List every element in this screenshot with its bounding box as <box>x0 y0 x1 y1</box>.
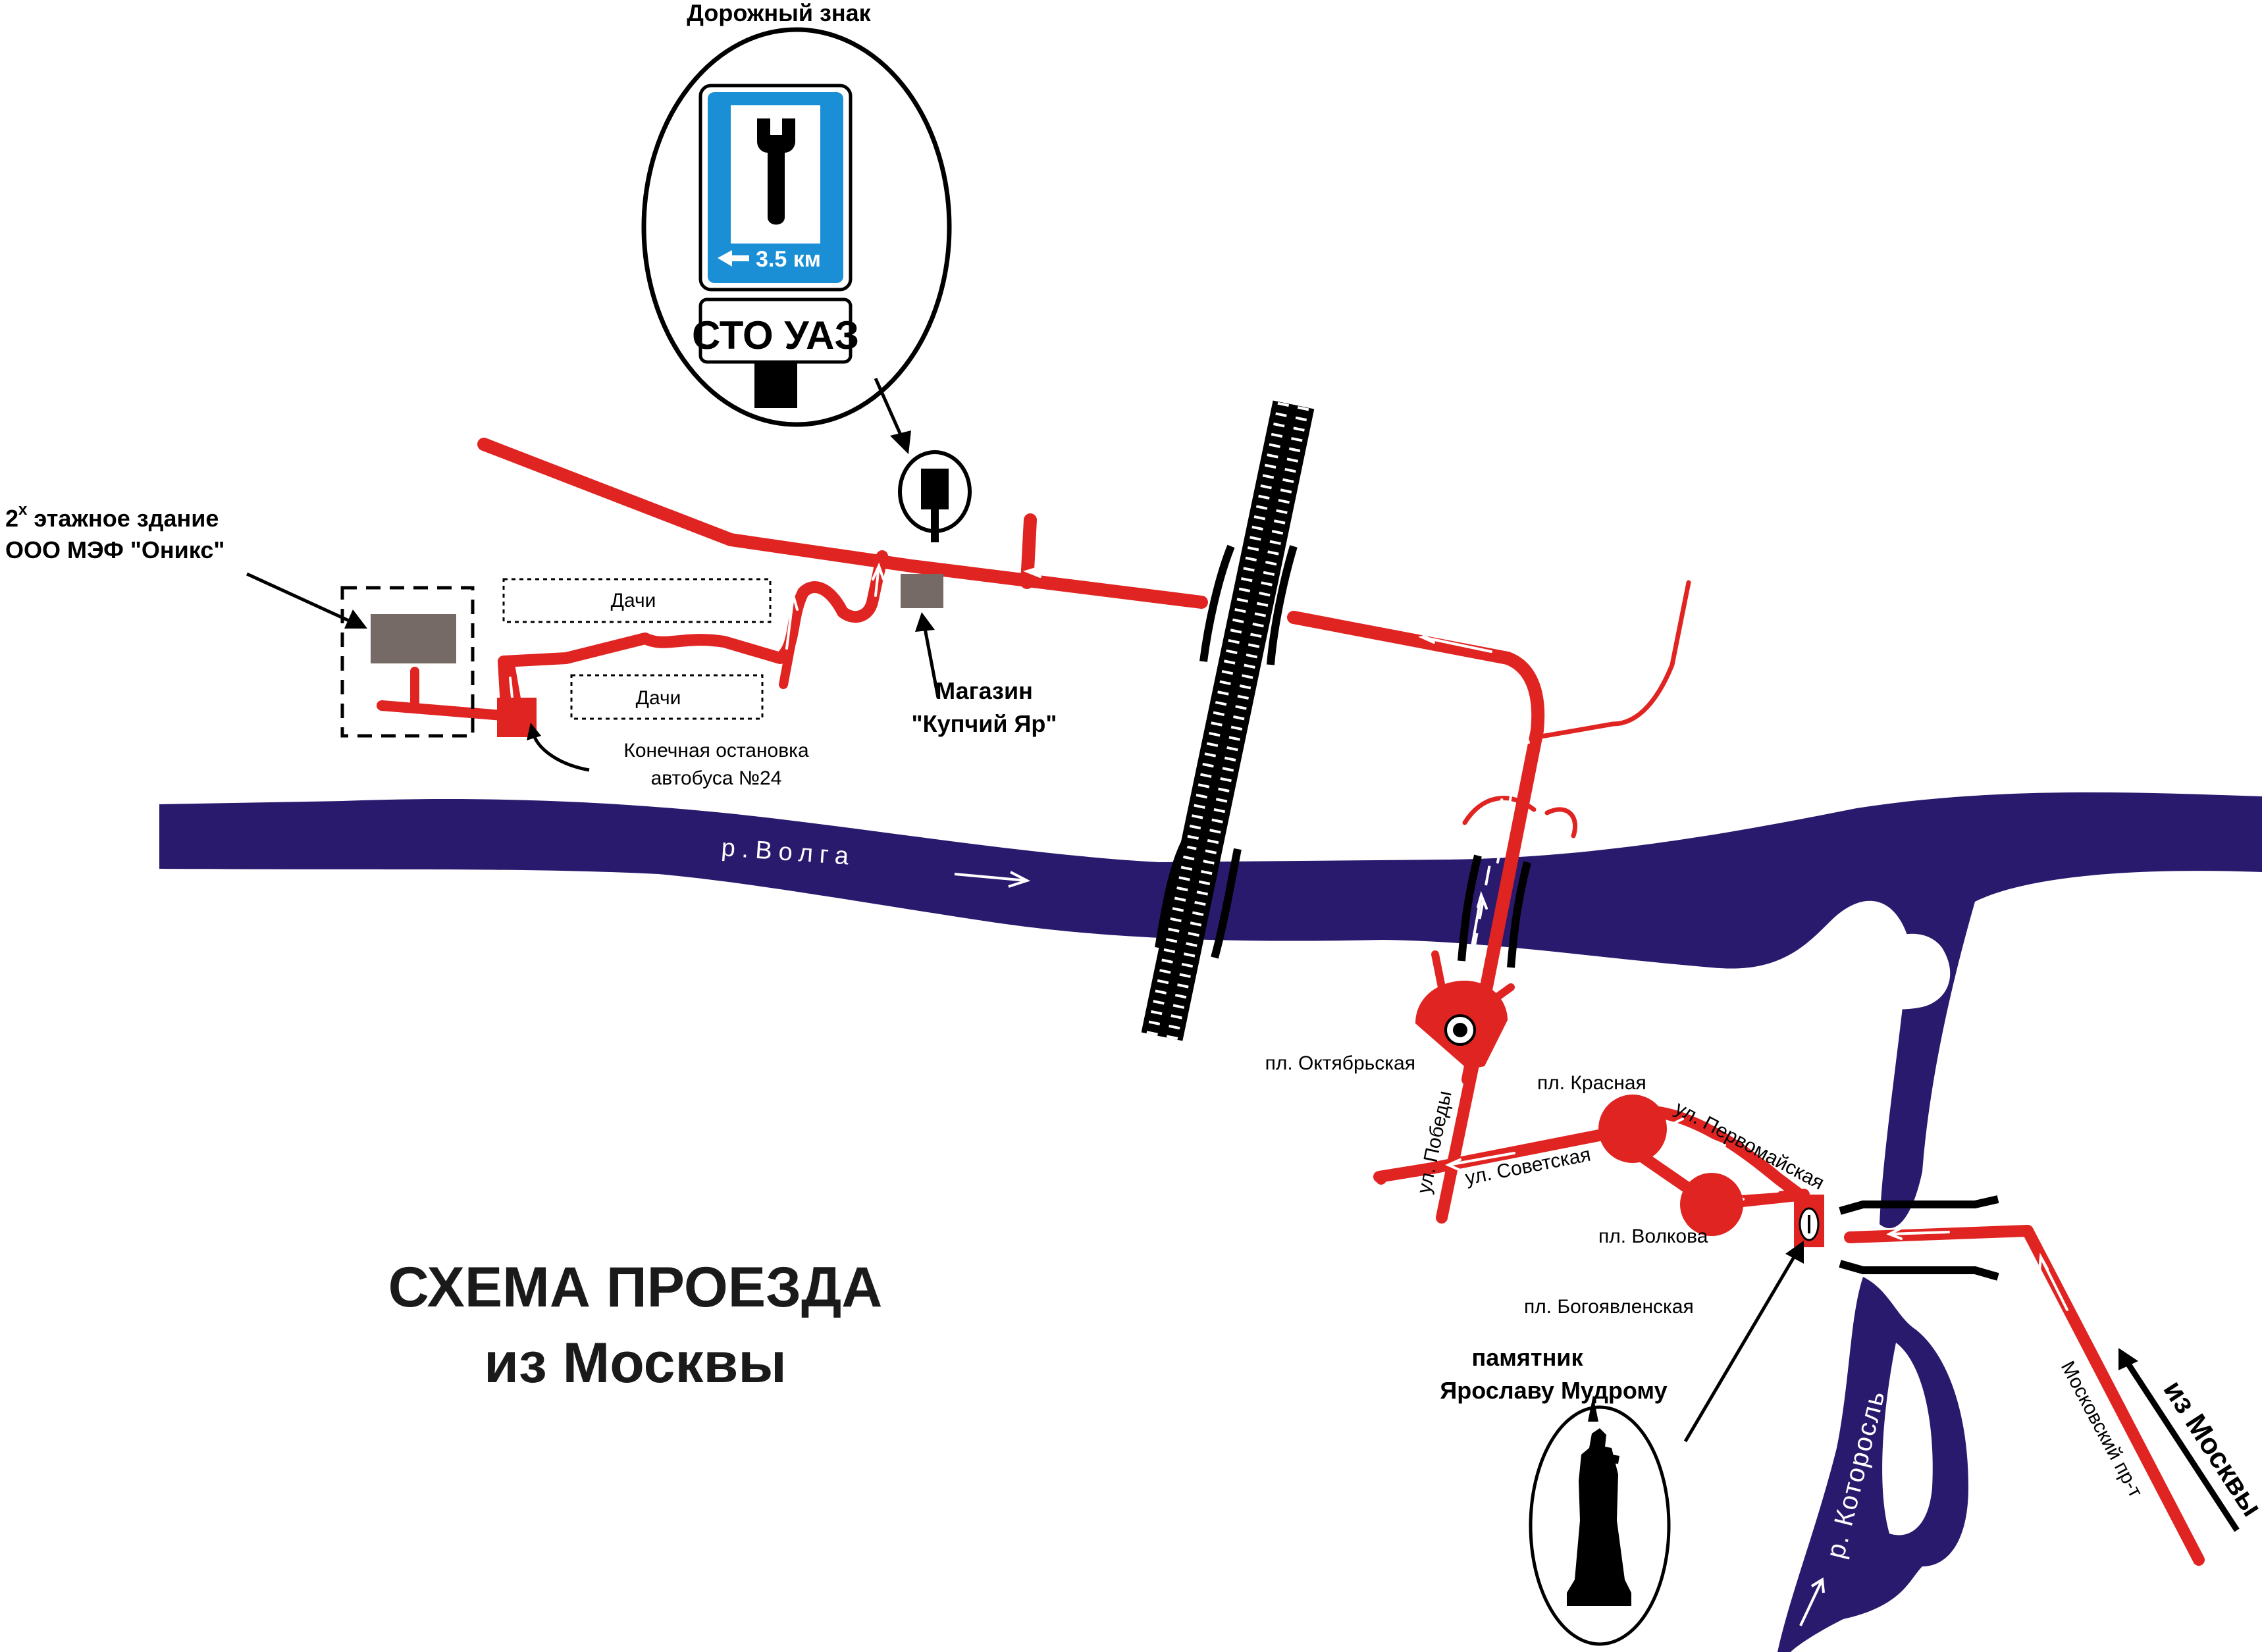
kotorosl-river <box>1777 1277 1968 1652</box>
from-moscow-arrow <box>2118 1348 2240 1532</box>
sign-distance: 3.5 км <box>756 247 821 272</box>
main-road-east <box>1287 611 1545 1086</box>
road-sign-marker <box>898 450 972 542</box>
kotorosl-island <box>1882 1343 1933 1536</box>
volga-island <box>1850 933 1951 1010</box>
bridges <box>1155 544 1999 1281</box>
sign-plate-text: СТО УАЗ <box>692 313 859 357</box>
roads <box>377 438 2205 1566</box>
onyx-building <box>371 614 456 663</box>
building-area <box>340 586 475 738</box>
volga-flow-arrow <box>954 871 1031 888</box>
squares <box>1415 981 1824 1247</box>
map-title-line2: из Москвы <box>484 1331 787 1395</box>
square-krasnaya <box>1598 1095 1667 1163</box>
dachi-label-1: Дачи <box>611 590 656 611</box>
arrow-left-icon <box>718 250 749 267</box>
sign-plate <box>698 297 853 364</box>
monument-callout <box>1529 1395 1671 1646</box>
building-line1: 2х этажное здание <box>5 501 219 532</box>
volga-river <box>159 792 2262 1229</box>
bogoyavlenskaya-marker <box>1799 1207 1820 1241</box>
road-sign-callout: 3.5 км СТО УАЗ <box>641 27 952 427</box>
oktyabrskaya-label: пл. Октябрьская <box>1265 1052 1415 1074</box>
fork-left <box>1462 796 1537 825</box>
sw-stub <box>1374 1172 1386 1185</box>
pointer-arrows <box>246 377 1796 1443</box>
monument-line2: Ярославу Мудрому <box>1440 1377 1667 1404</box>
dachi-area-2 <box>570 674 764 720</box>
bus-stop-line2: автобуса №24 <box>651 767 782 789</box>
square-volkova <box>1680 1173 1743 1236</box>
pervomayskaya-street <box>1627 1106 1810 1204</box>
sovetskaya-street <box>1373 1123 1639 1183</box>
fork-right <box>1544 807 1578 839</box>
statue-icon <box>1567 1395 1631 1606</box>
building-line2: ООО МЭФ "Оникс" <box>5 536 224 563</box>
shop-line1: Магазин <box>935 677 1033 704</box>
west-road-2 <box>779 627 798 689</box>
wrench-icon <box>757 118 795 225</box>
kotorosl-flow-arrow <box>1799 1577 1825 1626</box>
rivers <box>159 792 2262 1652</box>
route-dash <box>1468 697 1522 975</box>
oktyabrskaya-marker <box>1444 1014 1476 1046</box>
bus-stop-line1: Конечная остановка <box>623 740 809 761</box>
krasnaya-label: пл. Красная <box>1537 1072 1646 1094</box>
dachi-area-1 <box>502 578 772 623</box>
map-title-line1: СХЕМА ПРОЕЗДА <box>388 1256 883 1319</box>
monument-line1: памятник <box>1472 1344 1584 1371</box>
west-road-1 <box>498 550 888 723</box>
building-boundary <box>340 586 475 738</box>
building-label: 2х этажное здание ООО МЭФ "Оникс" <box>5 501 224 563</box>
kupchiy-yar-shop <box>901 574 943 608</box>
railway <box>1141 400 1315 1041</box>
main-road <box>477 438 1208 609</box>
dachi-label-2: Дачи <box>636 687 681 709</box>
thin-road <box>1535 580 1691 740</box>
moskovsky-road <box>1844 1225 2205 1566</box>
shop-line2: "Купчий Яр" <box>912 710 1057 737</box>
pointer-heads <box>344 430 1804 1264</box>
bogoyavlenskaya-label: пл. Богоявленская <box>1524 1296 1694 1318</box>
road-sign-caption: Дорожный знак <box>687 0 871 26</box>
volkova-label: пл. Волкова <box>1598 1226 1708 1247</box>
